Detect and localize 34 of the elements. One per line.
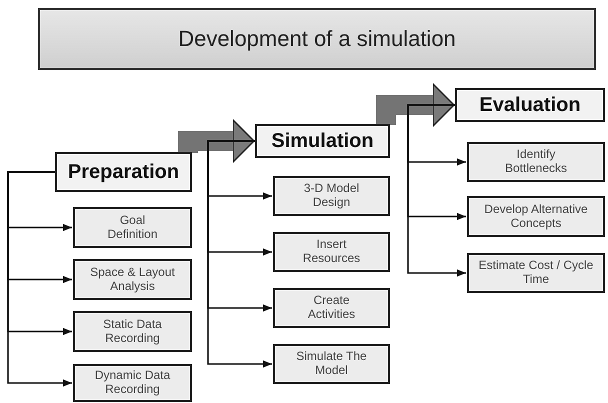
block-arrow [376,83,455,127]
step-label: Space & Layout Analysis [89,266,176,294]
step-box [73,259,192,300]
stage-box [255,124,390,158]
step-label: Estimate Cost / Cycle Time [478,259,594,287]
arrow [207,140,272,368]
step-label: Develop Alternative Concepts [483,202,589,230]
title-banner: Development of a simulation [38,8,596,70]
arrow [407,104,466,277]
stage-box [455,88,605,122]
step-box [73,364,192,402]
stage-box [55,152,192,192]
step-box [73,207,192,248]
step-box [467,142,605,182]
step-box [73,311,192,352]
step-box [273,344,390,384]
step-label: Dynamic Data Recording [94,369,172,397]
step-label: Insert Resources [302,238,362,266]
stage-heading: Simulation [270,130,375,152]
step-box [273,176,390,216]
stage-heading: Evaluation [478,94,582,116]
step-box [273,232,390,272]
step-box [467,196,605,237]
step-label: Static Data Recording [102,318,163,346]
step-label: Identify Bottlenecks [504,148,568,176]
step-box [273,288,390,328]
step-box [467,253,605,293]
step-label: Simulate The Model [295,350,368,378]
step-label: Goal Definition [106,214,159,242]
step-label: Create Activities [306,294,356,322]
step-label: 3-D Model Design [302,182,360,210]
block-arrow [178,119,255,163]
arrow [7,171,72,387]
stage-heading: Preparation [66,160,180,184]
